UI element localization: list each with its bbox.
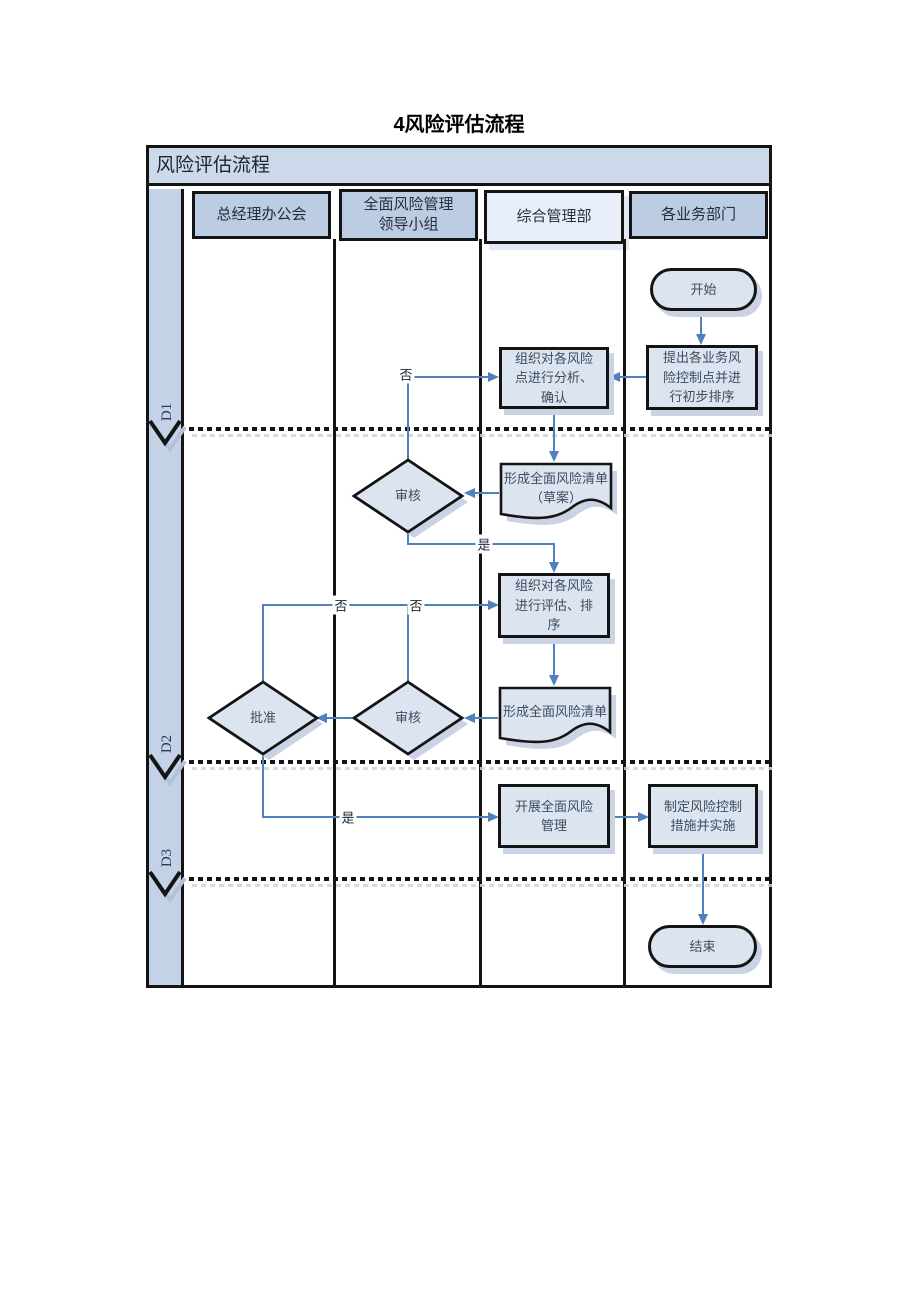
node-document-draft-text: 形成全面风险清单（草案） [503,470,608,506]
phase-separator-d3-shadow [192,884,772,887]
document-shape [499,462,617,525]
node-propose-text: 提出各业务风险控制点并进行初步排序 [662,350,741,405]
arrowhead-down [696,334,706,345]
lane-header-risk-leading-group: 全面风险管理 领导小组 [339,189,478,241]
connector-review2-no-v [407,605,409,685]
diamond-shape [351,680,468,760]
lane-divider-3 [623,239,626,985]
lane-header-business-depts: 各业务部门 [629,191,768,239]
connector-approve-no-v [262,605,264,685]
connector-docdraft-review1 [475,492,499,494]
arrowhead-left [464,488,475,498]
connector-review1-no-h [407,376,488,378]
phase-chevron-d2 [148,753,187,787]
node-evaluate-text: 组织对各风险进行评估、排序 [514,578,593,633]
arrowhead-down [549,562,559,573]
node-analyze-confirm: 组织对各风险点进行分析、确认 [499,347,609,409]
connector-review1-no-v [407,377,409,460]
node-review-2-text: 审核 [394,710,421,726]
arrowhead-left [609,372,620,382]
connector-start-propose [700,311,702,336]
phase-chevron-d3 [148,870,187,904]
lane-header-text: 综合管理部 [516,209,592,225]
node-document-draft-list: 形成全面风险清单（草案） [499,462,617,534]
connector-no-evaluate-h [262,604,488,606]
label-no-review1: 否 [397,364,415,384]
connector-review1-yes-v2 [553,543,555,563]
label-yes-review1: 是 [475,534,493,554]
arrowhead-left [316,713,327,723]
phase-separator-d1 [189,427,769,431]
node-end-text: 结束 [689,938,716,954]
arrowhead-down [698,914,708,925]
connector-evaluate-docfinal [553,638,555,677]
connector-review1-yes-v1 [407,531,409,545]
connector-docfinal-review2 [475,717,498,719]
node-implement-risk-management: 开展全面风险管理 [498,784,610,848]
arrowhead-left [464,713,475,723]
document-shape [498,686,616,749]
arrowhead-right [488,812,499,822]
lane-divider-2 [479,239,482,985]
node-document-final-list: 形成全面风险清单 [498,686,616,758]
node-start: 开始 [650,268,757,311]
lane-header-text: 全面风险管理 [363,197,454,213]
connector-approve-yes-v [262,752,264,817]
chart-title-bar: 风险评估流程 [149,148,769,186]
lane-header-text: 领导小组 [378,217,439,233]
node-approve: 批准 [205,678,329,764]
diamond-shape [351,458,468,538]
connector-measures-end [702,848,704,915]
lane-header-general-management-dept: 综合管理部 [484,190,624,244]
phase-separator-d3 [189,877,769,881]
lane-header-text: 各业务部门 [660,207,736,223]
node-propose-risk-points: 提出各业务风险控制点并进行初步排序 [646,345,758,410]
label-no-approve: 否 [332,595,350,615]
label-yes-approve: 是 [339,807,357,827]
arrowhead-down [549,451,559,462]
phase-band [149,189,184,985]
connector-propose-analyze [620,376,646,378]
phase-separator-d2-shadow [192,767,772,770]
connector-approve-yes-h [262,816,488,818]
node-evaluate-rank: 组织对各风险进行评估、排序 [498,573,610,638]
connector-review2-approve [327,717,352,719]
node-implement-text: 开展全面风险管理 [514,798,593,834]
lane-header-text: 总经理办公会 [216,207,307,223]
arrowhead-down [549,675,559,686]
node-review-1-text: 审核 [394,488,421,504]
node-control-measures: 制定风险控制措施并实施 [648,784,758,848]
phase-separator-d1-shadow [192,434,772,437]
arrowhead-right [488,372,499,382]
connector-analyze-docdraft [553,409,555,452]
lane-header-general-manager-office: 总经理办公会 [192,191,331,239]
diamond-shape [206,680,323,760]
phase-chevron-d1 [148,419,187,453]
node-document-final-text: 形成全面风险清单 [502,704,607,720]
node-end: 结束 [648,925,757,968]
node-review-1: 审核 [350,456,474,542]
node-start-text: 开始 [690,281,717,297]
label-no-review2: 否 [407,595,425,615]
arrowhead-right [488,600,499,610]
node-approve-text: 批准 [249,710,276,726]
node-measures-text: 制定风险控制措施并实施 [663,798,742,834]
phase-separator-d2 [189,760,769,764]
connector-implement-measures [610,816,638,818]
arrowhead-right [638,812,649,822]
node-analyze-text: 组织对各风险点进行分析、确认 [514,350,593,405]
node-review-2: 审核 [350,678,474,764]
page-title: 4风险评估流程 [393,114,525,136]
